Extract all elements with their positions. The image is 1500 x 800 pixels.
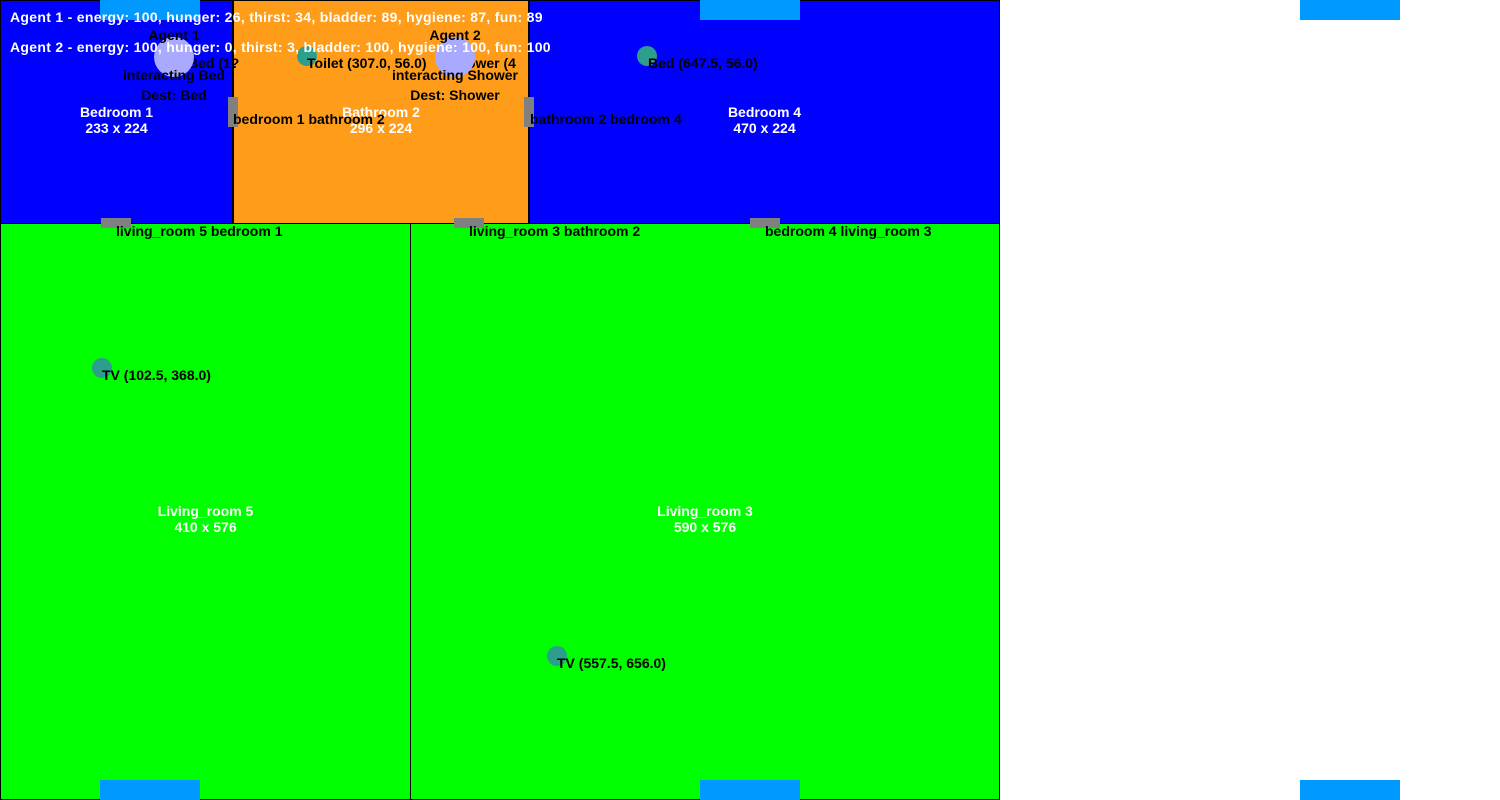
window-strip bbox=[100, 780, 200, 800]
bed-label: Bed (1? bbox=[188, 55, 240, 71]
window-strip bbox=[700, 0, 800, 20]
bed-label: Bed (647.5, 56.0) bbox=[648, 55, 758, 71]
agent-2-avatar[interactable] bbox=[435, 37, 475, 77]
door-bedroom4-living3[interactable] bbox=[750, 218, 780, 228]
door-label: living_room 5 bedroom 1 bbox=[116, 223, 283, 239]
tv-object[interactable] bbox=[547, 646, 567, 666]
door-label: living_room 3 bathroom 2 bbox=[469, 223, 641, 239]
window-strip bbox=[100, 0, 200, 20]
agent-2-info: Agent 2 interacting Shower Dest: Shower bbox=[375, 27, 535, 103]
door-bedroom1-bathroom2[interactable] bbox=[228, 97, 238, 127]
door-living3-bathroom2[interactable] bbox=[454, 218, 484, 228]
agent-1-info: Agent 1 interacting Bed Dest: Bed bbox=[94, 27, 254, 103]
agent-destination: Dest: Shower bbox=[410, 87, 500, 103]
door-label: bedroom 4 living_room 3 bbox=[765, 223, 932, 239]
agent-action: interacting Bed bbox=[123, 67, 225, 83]
door-label: bathroom 2 bedroom 4 bbox=[530, 111, 682, 127]
tv-object[interactable] bbox=[92, 358, 112, 378]
toilet-object[interactable] bbox=[297, 46, 317, 66]
window-strip bbox=[1300, 780, 1400, 800]
bed-object[interactable] bbox=[637, 46, 657, 66]
door-label: bedroom 1 bathroom 2 bbox=[233, 111, 385, 127]
tv-label: TV (557.5, 656.0) bbox=[557, 655, 666, 671]
agent-name: Agent 2 bbox=[429, 27, 481, 43]
door-living5-bedroom1[interactable] bbox=[101, 218, 131, 228]
window-strip bbox=[700, 780, 800, 800]
door-bathroom2-bedroom4[interactable] bbox=[524, 97, 534, 127]
agent-2-status: Agent 2 - energy: 100, hunger: 0, thirst… bbox=[10, 39, 551, 55]
tv-label: TV (102.5, 368.0) bbox=[102, 367, 211, 383]
agent-action: interacting Shower bbox=[391, 67, 519, 83]
window-strip bbox=[1300, 0, 1400, 20]
agent-destination: Dest: Bed bbox=[141, 87, 207, 103]
agent-name: Agent 1 bbox=[148, 27, 200, 43]
toilet-label: Toilet (307.0, 56.0) bbox=[307, 55, 427, 71]
agent-1-avatar[interactable] bbox=[154, 37, 194, 77]
agent-1-status: Agent 1 - energy: 100, hunger: 26, thirs… bbox=[10, 9, 543, 25]
